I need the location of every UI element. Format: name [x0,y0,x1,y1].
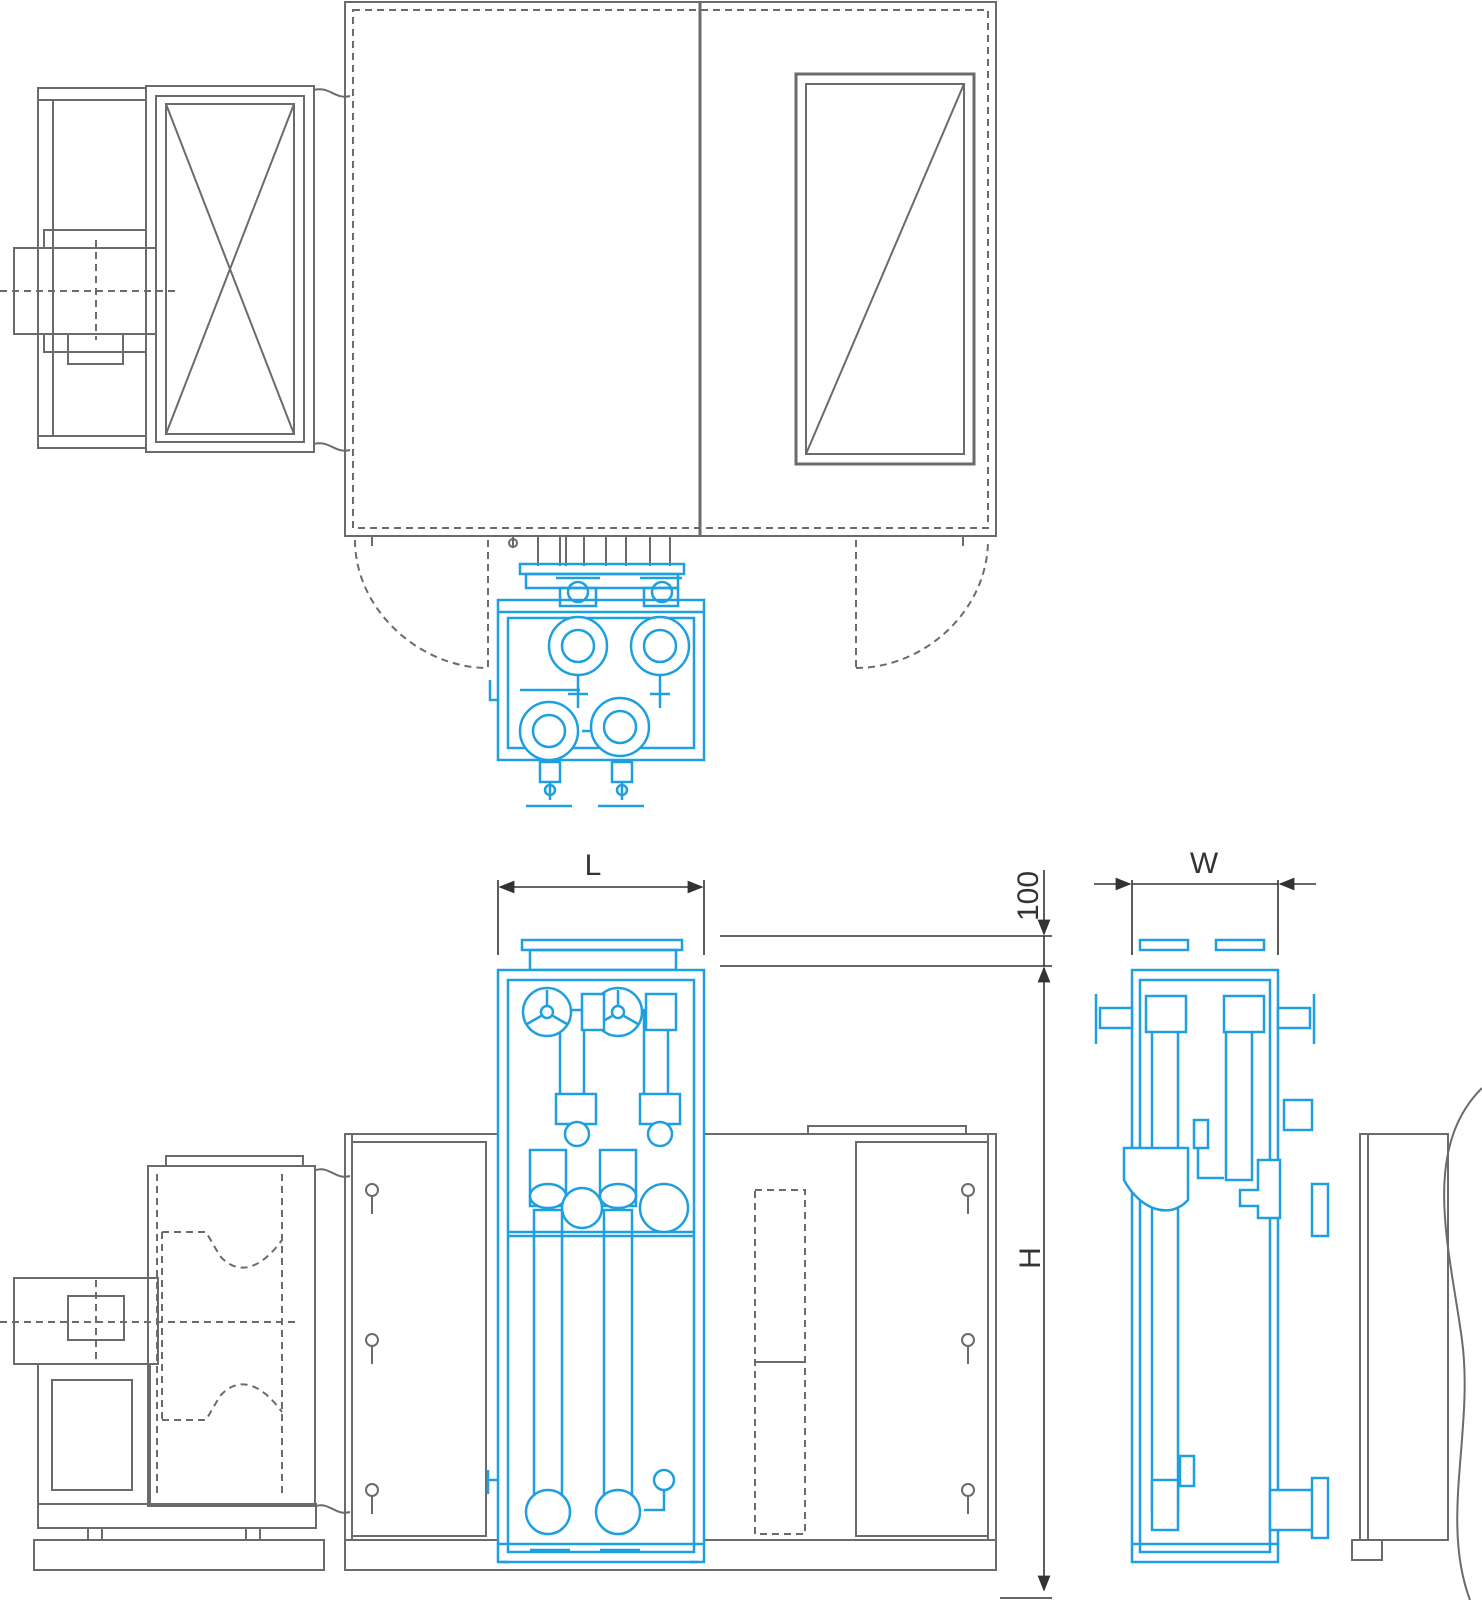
front-handwheel-1 [521,986,573,1038]
plan-fan-frame [37,87,147,449]
height-label: H [1014,1247,1047,1269]
dimension-offset: 100 [720,870,1052,967]
plan-valve-1 [547,615,609,677]
plan-valve-3 [518,700,580,762]
plan-filter-frame [145,85,315,453]
plan-module-frame [496,598,706,762]
side-elevation-unit [1351,1087,1482,1600]
side-view-pipe-module [1094,938,1330,1564]
dimension-height: H [1000,966,1052,1599]
plan-valve-4 [589,696,651,758]
length-label: L [585,849,602,882]
plan-view-unit [0,1,997,669]
front-left-door [351,1141,487,1537]
side-unit-casing [1359,1133,1449,1541]
plan-valve-2 [629,615,691,677]
side-module-frame [1130,968,1280,1564]
front-view-pipe-module [486,938,706,1564]
plan-main-casing [344,1,997,537]
width-label: W [1190,847,1219,880]
front-module-frame [496,968,706,1564]
door-handles [365,1183,975,1514]
offset-label: 100 [1012,871,1045,921]
plan-access-panel [794,72,976,466]
front-fan-casing [147,1165,316,1507]
dimension-length: L [497,849,705,955]
dimension-width: W [1094,847,1316,955]
plan-view-pipe-module [488,562,706,808]
